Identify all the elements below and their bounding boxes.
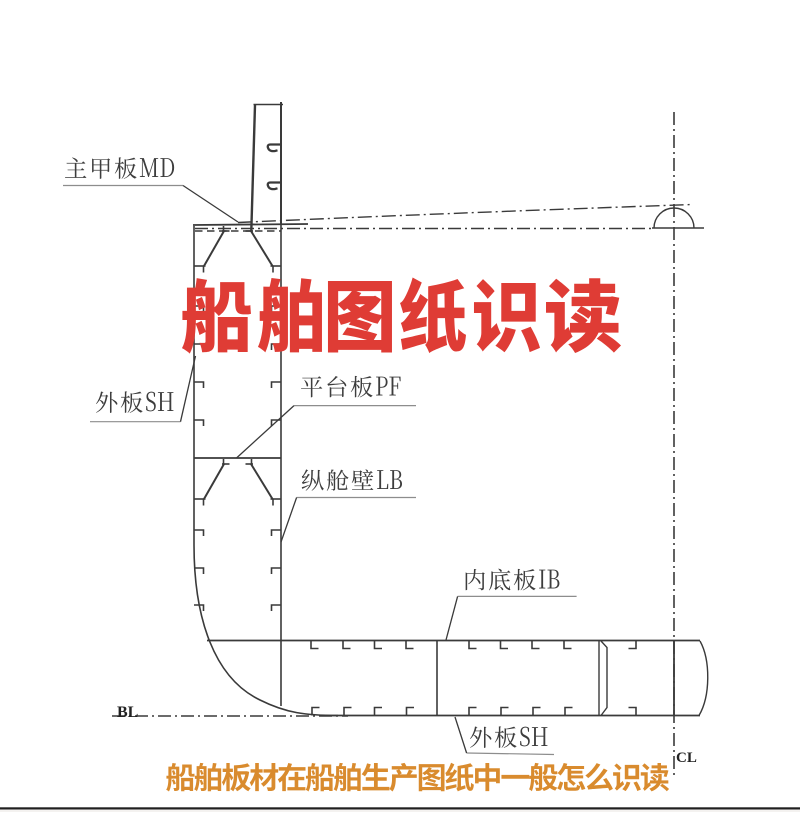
svg-text:BL: BL <box>117 704 138 721</box>
svg-text:CL: CL <box>676 750 697 766</box>
